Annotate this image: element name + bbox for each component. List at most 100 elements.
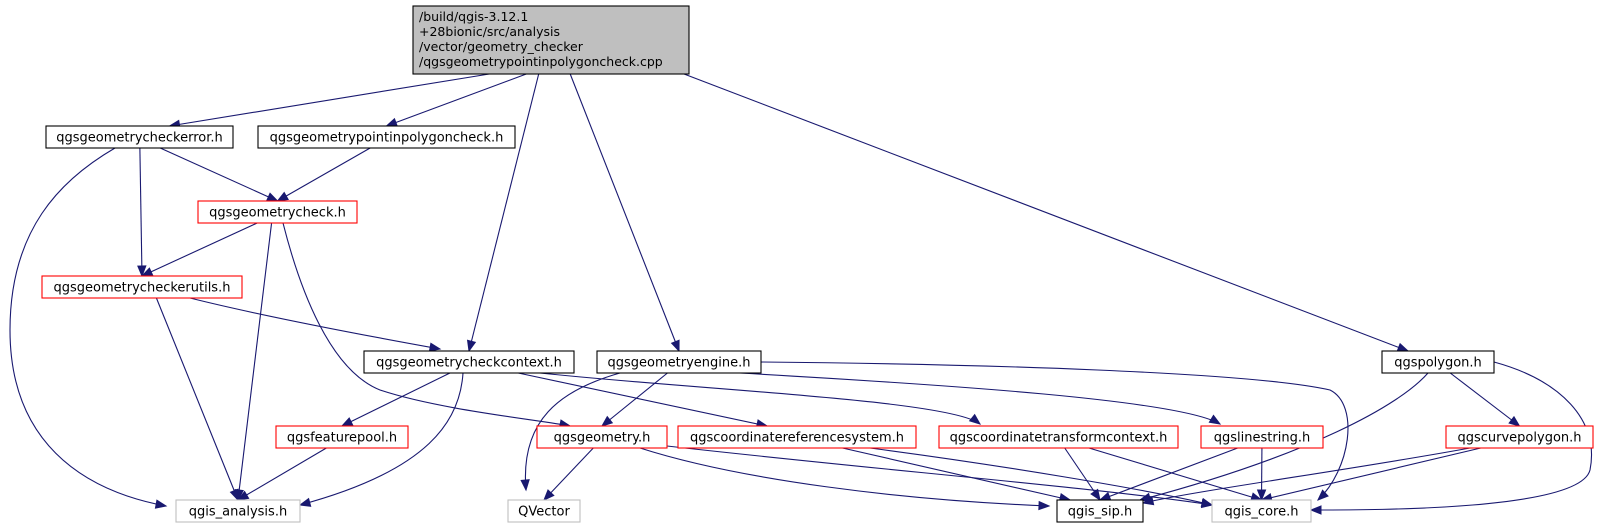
arrowhead-pipcheck-to-check <box>276 191 289 202</box>
arrowhead-root-to-pipcheck <box>385 117 398 127</box>
node-core[interactable]: qgis_core.h <box>1211 499 1312 523</box>
edge-root-to-checkerror <box>169 73 490 127</box>
node-box-crs <box>677 425 917 449</box>
node-box-ctc <box>938 425 1179 449</box>
arrowhead-featurepool-to-analysis <box>236 490 250 501</box>
node-checkerror[interactable]: qgsgeometrycheckerror.h <box>45 125 234 149</box>
node-root: /build/qgis-3.12.1+28bionic/src/analysis… <box>412 5 690 75</box>
node-box-core <box>1211 499 1312 523</box>
node-label-engine: qgsgeometryengine.h <box>608 356 751 371</box>
node-label-root-line-1: +28bionic/src/analysis <box>419 24 560 39</box>
node-engine[interactable]: qgsgeometryengine.h <box>596 350 762 374</box>
node-label-sip: qgis_sip.h <box>1068 505 1132 520</box>
edge-polygon-to-curvepolygon <box>1449 372 1520 427</box>
node-box-linestring <box>1200 425 1324 449</box>
arrowhead-engine-to-geometry <box>600 415 614 427</box>
arrowhead-crs-to-core <box>1200 497 1214 508</box>
edge-linestring-to-sip <box>1099 447 1238 501</box>
arrowhead-checkcontext-to-ctc <box>968 413 982 425</box>
node-label-root-line-3: /qgsgeometrypointinpolygoncheck.cpp <box>419 54 663 69</box>
node-check[interactable]: qgsgeometrycheck.h <box>197 200 358 224</box>
arrowhead-engine-to-linestring <box>1208 414 1222 425</box>
edge-curvepolygon-to-core <box>1261 447 1481 501</box>
node-geometry[interactable]: qgsgeometry.h <box>536 425 668 449</box>
node-box-analysis <box>175 499 301 523</box>
arrowhead-linestring-to-sip <box>1098 491 1112 501</box>
node-crs[interactable]: qgscoordinatereferencesystem.h <box>677 425 917 449</box>
node-label-analysis: qgis_analysis.h <box>189 505 287 520</box>
nodes-layer: /build/qgis-3.12.1+28bionic/src/analysis… <box>41 5 1594 523</box>
arrowhead-curvepolygon-to-sip <box>1141 496 1155 506</box>
edge-crs-to-sip <box>842 447 1071 501</box>
edge-checkcontext-to-analysis <box>299 372 464 506</box>
edge-featurepool-to-analysis <box>237 447 327 501</box>
node-label-check: qgsgeometrycheck.h <box>209 206 346 221</box>
node-pipcheck[interactable]: qgsgeometrypointinpolygoncheck.h <box>257 125 516 149</box>
edge-root-to-pipcheck <box>386 73 527 127</box>
arrowhead-root-to-checkcontext <box>466 339 477 353</box>
node-qvector[interactable]: QVector <box>507 499 581 523</box>
edge-geometry-to-sip <box>639 447 1050 507</box>
edge-checkerutils-to-checkcontext <box>189 297 441 350</box>
arrowhead-polygon-to-curvepolygon <box>1508 415 1521 427</box>
edge-curvepolygon-to-sip <box>1142 447 1471 504</box>
edge-root-to-engine <box>569 73 680 352</box>
edge-checkcontext-to-crs <box>518 372 768 427</box>
node-featurepool[interactable]: qgsfeaturepool.h <box>275 425 409 449</box>
node-box-curvepolygon <box>1445 425 1594 449</box>
node-label-qvector: QVector <box>518 505 570 520</box>
node-label-checkcontext: qgsgeometrycheckcontext.h <box>376 356 562 371</box>
node-label-root-line-0: /build/qgis-3.12.1 <box>419 9 528 24</box>
node-box-polygon <box>1381 350 1495 374</box>
edge-ctc-to-core <box>1088 447 1262 501</box>
node-box-checkcontext <box>363 350 575 374</box>
edge-check-to-analysis <box>237 222 273 501</box>
edge-checkerror-to-check <box>159 147 278 202</box>
node-sip[interactable]: qgis_sip.h <box>1056 499 1144 523</box>
node-label-crs: qgscoordinatereferencesystem.h <box>690 431 904 446</box>
arrowhead-ctc-to-sip <box>1090 488 1101 502</box>
node-linestring[interactable]: qgslinestring.h <box>1200 425 1324 449</box>
edge-geometry-to-core <box>666 445 1213 506</box>
node-box-sip <box>1056 499 1144 523</box>
node-box-root <box>412 5 690 75</box>
node-analysis[interactable]: qgis_analysis.h <box>175 499 301 523</box>
node-ctc[interactable]: qgscoordinatetransformcontext.h <box>938 425 1179 449</box>
node-box-checkerutils <box>41 275 243 299</box>
edge-engine-to-qvector <box>524 372 621 491</box>
arrowhead-polygon-to-core <box>1309 505 1322 515</box>
edge-checkerror-to-analysis <box>9 147 167 507</box>
edge-checkcontext-to-featurepool <box>341 372 451 427</box>
edge-checkerutils-to-analysis <box>155 297 239 501</box>
node-checkcontext[interactable]: qgsgeometrycheckcontext.h <box>363 350 575 374</box>
node-curvepolygon[interactable]: qgscurvepolygon.h <box>1445 425 1594 449</box>
arrowhead-engine-to-core <box>1317 489 1329 501</box>
arrowhead-checkerutils-to-checkcontext <box>428 342 442 352</box>
node-label-core: qgis_core.h <box>1225 505 1299 520</box>
edges-layer <box>9 73 1592 515</box>
node-box-checkerror <box>45 125 234 149</box>
arrowhead-engine-to-qvector <box>520 479 530 492</box>
node-label-featurepool: qgsfeaturepool.h <box>287 431 397 446</box>
node-label-geometry: qgsgeometry.h <box>554 431 651 446</box>
edge-engine-to-core <box>760 361 1349 501</box>
node-label-checkerutils: qgsgeometrycheckerutils.h <box>54 281 231 296</box>
edge-checkcontext-to-ctc <box>539 372 981 425</box>
arrowhead-checkcontext-to-analysis <box>298 497 312 507</box>
node-box-pipcheck <box>257 125 516 149</box>
node-label-ctc: qgscoordinatetransformcontext.h <box>950 431 1168 446</box>
edge-engine-to-geometry <box>601 372 668 427</box>
node-polygon[interactable]: qgspolygon.h <box>1381 350 1495 374</box>
node-checkerutils[interactable]: qgsgeometrycheckerutils.h <box>41 275 243 299</box>
arrowhead-geometry-to-sip <box>1038 500 1051 511</box>
node-box-geometry <box>536 425 668 449</box>
arrowhead-geometry-to-qvector <box>543 489 555 501</box>
edge-pipcheck-to-check <box>277 147 371 202</box>
arrowhead-root-to-polygon <box>1396 342 1410 352</box>
node-label-pipcheck: qgsgeometrypointinpolygoncheck.h <box>270 131 504 146</box>
edge-root-to-polygon <box>683 73 1409 352</box>
node-label-root-line-2: /vector/geometry_checker <box>419 39 584 54</box>
node-box-qvector <box>507 499 581 523</box>
arrowhead-root-to-engine <box>670 339 680 353</box>
